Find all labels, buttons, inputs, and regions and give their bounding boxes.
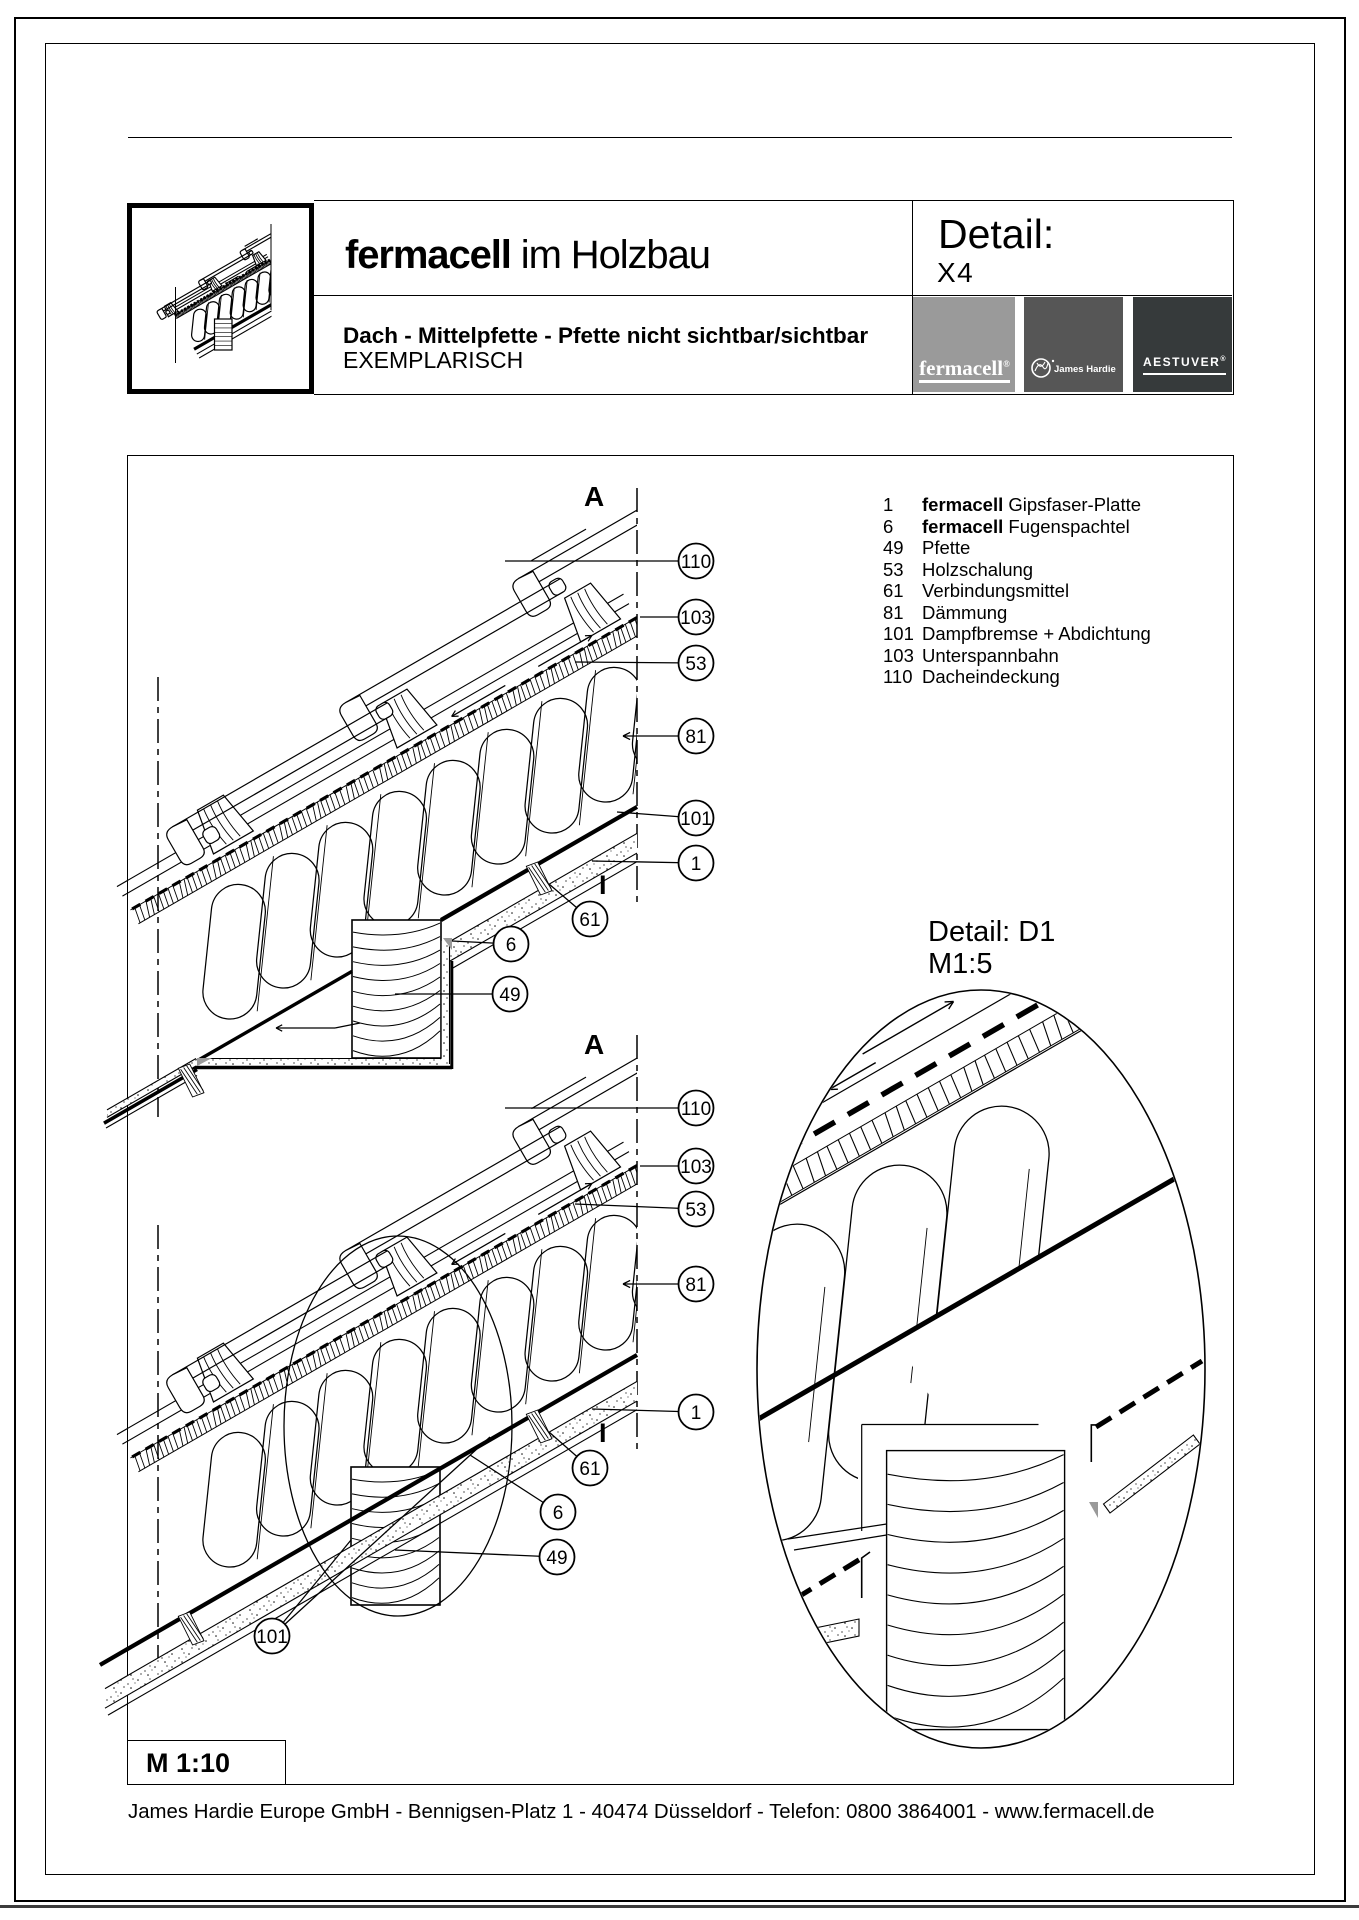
svg-text:53: 53 <box>685 1200 706 1221</box>
svg-text:James Hardie: James Hardie <box>1054 364 1116 375</box>
svg-text:103: 103 <box>680 1157 712 1178</box>
svg-text:103: 103 <box>680 608 712 629</box>
svg-text:61: 61 <box>579 910 600 931</box>
svg-text:81: 81 <box>685 727 706 748</box>
svg-text:101: 101 <box>680 809 712 830</box>
svg-text:6: 6 <box>553 1503 564 1524</box>
svg-text:49: 49 <box>546 1548 567 1569</box>
svg-text:49: 49 <box>499 985 520 1006</box>
svg-text:6: 6 <box>506 935 517 956</box>
svg-text:61: 61 <box>579 1459 600 1480</box>
svg-text:1: 1 <box>691 854 702 875</box>
svg-text:110: 110 <box>681 1099 711 1120</box>
svg-text:53: 53 <box>685 654 706 675</box>
svg-text:101: 101 <box>256 1627 288 1648</box>
svg-text:1: 1 <box>691 1403 702 1424</box>
svg-text:81: 81 <box>685 1275 706 1296</box>
svg-text:110: 110 <box>681 552 711 573</box>
